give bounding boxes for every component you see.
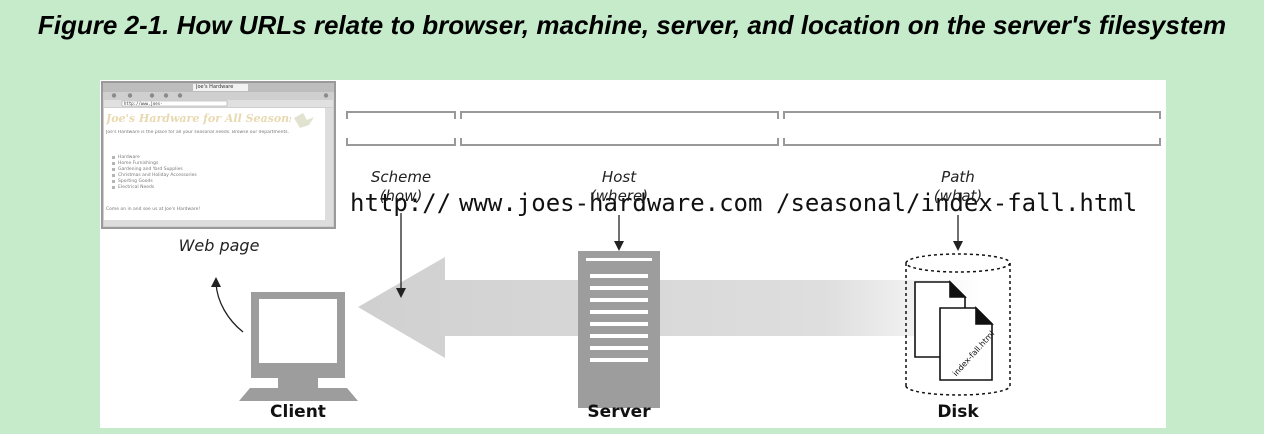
file-documents — [914, 280, 994, 381]
browser-list-item[interactable]: Sporting Goods — [118, 179, 153, 184]
server-label: Server — [587, 402, 651, 422]
browser-intro: Joe's Hardware is the place for all your… — [106, 130, 290, 135]
host-pointer-arrow — [614, 215, 624, 251]
scheme-pointer-arrow — [396, 213, 406, 298]
url-scheme: http:// — [350, 189, 452, 217]
path-label-role: (what) — [933, 187, 983, 205]
browser-window — [101, 81, 336, 229]
browser-list-item[interactable]: Christmas and Holiday Accessories — [118, 173, 197, 178]
disk-label: Disk — [937, 402, 979, 422]
url-host: www.joes-hardware.com — [459, 189, 763, 217]
scheme-label-name: Scheme — [370, 168, 432, 186]
url-brackets — [346, 111, 1161, 146]
browser-footer: Come on in and see us at Joe's Hardware! — [106, 207, 201, 212]
scheme-label-role: (how) — [379, 187, 423, 205]
browser-list-item[interactable]: Gardening and Yard Supplies — [118, 167, 183, 172]
browser-page-heading: Joe's Hardware for All Seasons — [106, 112, 291, 125]
server-tower — [578, 251, 660, 408]
path-pointer-arrow — [953, 215, 963, 251]
browser-address[interactable]: http://www.joes-hardware.com/seasonal/in… — [124, 101, 163, 106]
host-label: Host (where) — [574, 168, 664, 206]
host-label-name: Host — [601, 168, 637, 186]
diagram-graphics — [101, 81, 1161, 408]
scheme-label: Scheme (how) — [356, 168, 446, 206]
url-path: /seasonal/index-fall.html — [776, 189, 1138, 217]
host-label-role: (where) — [589, 187, 649, 205]
disk-cylinder — [905, 253, 1011, 396]
browser-list-item[interactable]: Electrical Needs — [118, 185, 155, 190]
flow-arrow — [358, 257, 980, 358]
path-label-name: Path — [941, 168, 975, 186]
web-page-label: Web page — [178, 236, 260, 255]
web-page-curved-arrow — [211, 277, 244, 333]
url-diagram: Joe's Hardware http://www.joes-hardware.… — [100, 80, 1166, 428]
path-label: Path (what) — [913, 168, 1003, 206]
browser-list-item[interactable]: Hardware — [118, 155, 140, 160]
browser-title: Joe's Hardware — [196, 84, 234, 90]
browser-list-item[interactable]: Home Furnishings — [118, 161, 159, 166]
client-label: Client — [270, 402, 326, 422]
client-computer — [239, 292, 358, 401]
figure-caption: Figure 2-1. How URLs relate to browser, … — [37, 10, 1227, 40]
